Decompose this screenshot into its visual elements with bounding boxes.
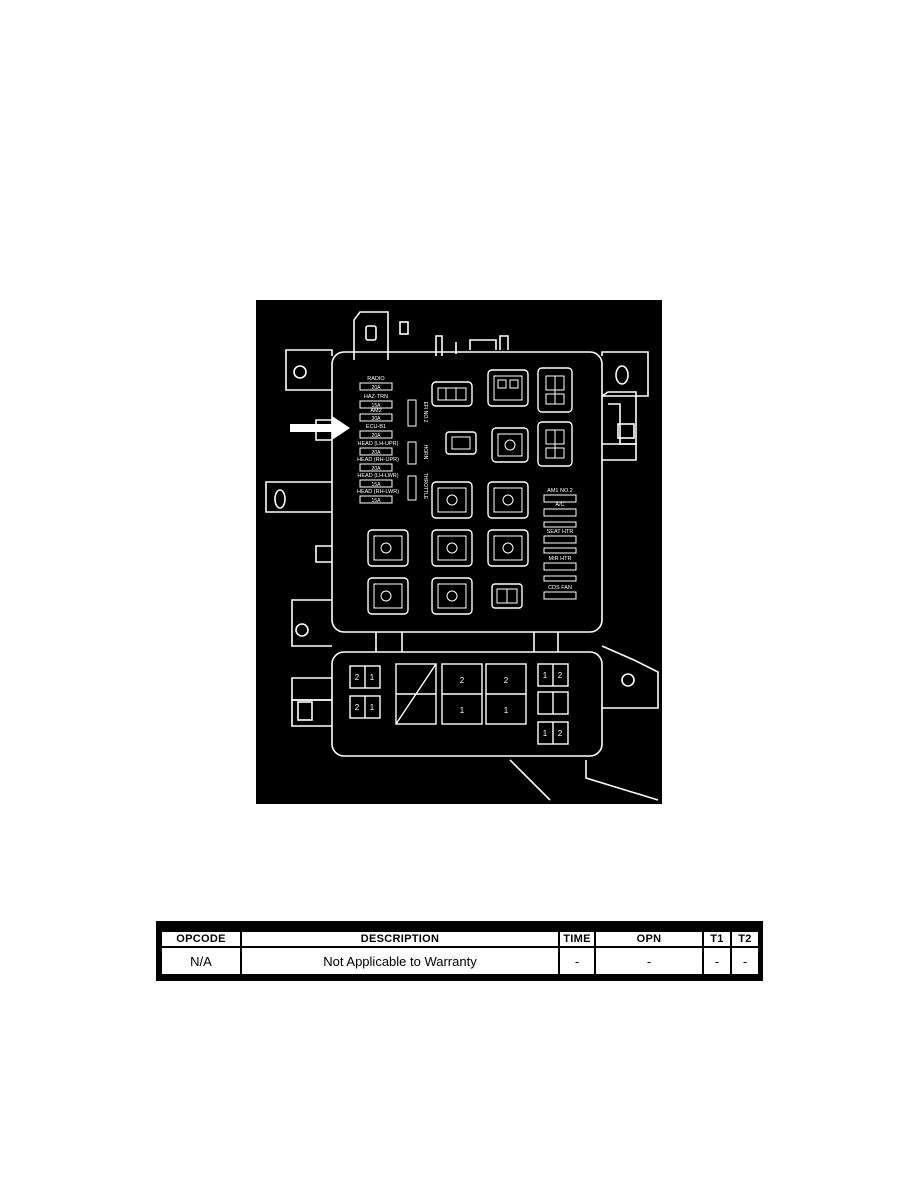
svg-text:RADIO: RADIO: [367, 376, 385, 382]
svg-text:HEAD (LH-LWR): HEAD (LH-LWR): [357, 473, 398, 479]
fuse-label-throttle: THROTTLE: [422, 473, 428, 500]
fuse-label-horn: HORN: [422, 445, 428, 460]
relay-socket: [491, 427, 529, 463]
top-bolt-hole: [365, 325, 377, 341]
left-bracket-middle: [265, 481, 332, 513]
pin-label: 1: [460, 706, 465, 715]
svg-text:HEAD (LH-UPR): HEAD (LH-UPR): [358, 441, 399, 447]
upper-fuse-box-housing: [331, 351, 603, 633]
fuse-label-head-rh-upr: HEAD (RH-UPR) 20A: [357, 457, 399, 472]
labor-operation-table: OPCODE DESCRIPTION TIME OPN T1 T2 N/A No…: [156, 921, 763, 981]
table-row: N/A Not Applicable to Warranty - - - -: [160, 946, 760, 976]
cell-description: Not Applicable to Warranty: [240, 946, 560, 976]
svg-text:HEAD (RH-UPR): HEAD (RH-UPR): [357, 457, 399, 463]
fuse-label-ecu-b1: ECU-B1 20A: [359, 424, 393, 439]
cell-opn: -: [594, 946, 704, 976]
cell-opcode: N/A: [160, 946, 242, 976]
left-fuse-labels: RADIO 20A HAZ-TRN 15A AM2 30A ECU-B1 20A…: [357, 376, 399, 504]
column-header-t1: T1: [702, 930, 732, 948]
middle-fuse-labels: EFI NO.2 HORN THROTTLE: [407, 399, 428, 501]
relay-socket: [367, 529, 409, 567]
fuse-label-ac: A/C: [555, 502, 564, 508]
svg-text:30A: 30A: [372, 416, 382, 422]
fuse-label-am1-no2: AM1 NO.2: [547, 488, 573, 494]
column-header-time: TIME: [558, 930, 596, 948]
cell-t1: -: [702, 946, 732, 976]
pin-label: 1: [543, 729, 548, 738]
svg-text:HAZ-TRN: HAZ-TRN: [364, 394, 388, 400]
fuse-label-seat-htr: SEAT HTR: [547, 529, 574, 535]
connector-socket: [445, 431, 477, 455]
column-header-opcode: OPCODE: [160, 930, 242, 948]
pointer-arrow: [290, 416, 350, 440]
pin-label: 1: [543, 671, 548, 680]
connector-socket: [431, 381, 473, 407]
pin-label: 1: [370, 703, 375, 712]
relay-socket: [487, 529, 529, 567]
svg-text:HEAD (RH-LWR): HEAD (RH-LWR): [357, 489, 399, 495]
left-bracket-upper: [285, 349, 333, 391]
connector-socket: [491, 583, 523, 609]
pin-label: 1: [370, 673, 375, 682]
right-bracket-upper: [601, 351, 649, 397]
svg-text:AM2: AM2: [370, 408, 381, 414]
relay-socket: [431, 481, 473, 519]
column-header-opn: OPN: [594, 930, 704, 948]
fuse-label-efi-no2: EFI NO.2: [422, 402, 428, 423]
relay-socket: [537, 367, 573, 413]
svg-text:ECU-B1: ECU-B1: [366, 424, 386, 430]
pin-label: 2: [460, 676, 465, 685]
fuse-block-diagram: RADIO 20A HAZ-TRN 15A AM2 30A ECU-B1 20A…: [265, 311, 659, 801]
pin-label: 2: [355, 673, 360, 682]
top-mount-tab: [353, 311, 389, 360]
relay-socket: [431, 529, 473, 567]
svg-text:15A: 15A: [372, 498, 382, 504]
relay-socket: [487, 369, 529, 407]
pin-label: 2: [558, 671, 563, 680]
svg-text:20A: 20A: [372, 450, 382, 456]
fuse-label-haz-trn: HAZ-TRN 15A: [359, 394, 393, 409]
relay-socket: [431, 577, 473, 615]
pin-label: 2: [558, 729, 563, 738]
fuse-label-cds-fan: CDS FAN: [548, 585, 572, 591]
lower-relay-box-housing: [331, 651, 603, 757]
fuse-label-head-rh-lwr: HEAD (RH-LWR) 15A: [357, 489, 399, 504]
fuse-label-head-lh-upr: HEAD (LH-UPR) 20A: [358, 441, 399, 456]
svg-text:20A: 20A: [372, 433, 382, 439]
column-header-t2: T2: [730, 930, 760, 948]
table-header-row: OPCODE DESCRIPTION TIME OPN T1 T2: [160, 930, 760, 948]
right-bracket-lower: [601, 645, 659, 709]
svg-text:20A: 20A: [372, 385, 382, 391]
right-fuse-labels: AM1 NO.2 A/C SEAT HTR MIR HTR CDS FAN: [543, 488, 577, 600]
cell-time: -: [558, 946, 596, 976]
column-header-description: DESCRIPTION: [240, 930, 560, 948]
fuse-label-radio: RADIO 20A: [359, 376, 393, 391]
relay-socket: [367, 577, 409, 615]
pin-label: 1: [504, 706, 509, 715]
fuse-label-am2: AM2 30A: [359, 408, 393, 422]
svg-text:20A: 20A: [372, 466, 382, 472]
fuse-block-figure: RADIO 20A HAZ-TRN 15A AM2 30A ECU-B1 20A…: [256, 300, 662, 804]
labor-table-grid: OPCODE DESCRIPTION TIME OPN T1 T2 N/A No…: [160, 930, 760, 976]
fuse-label-head-lh-lwr: HEAD (LH-LWR) 15A: [357, 473, 398, 488]
pin-label: 2: [355, 703, 360, 712]
svg-text:15A: 15A: [372, 482, 382, 488]
cell-t2: -: [730, 946, 760, 976]
relay-socket: [537, 421, 573, 467]
relay-socket: [487, 481, 529, 519]
left-bracket-lower: [291, 599, 332, 647]
fuse-label-mir-htr: MIR HTR: [549, 556, 572, 562]
svg-text:15A: 15A: [372, 403, 382, 409]
pin-label: 2: [504, 676, 509, 685]
